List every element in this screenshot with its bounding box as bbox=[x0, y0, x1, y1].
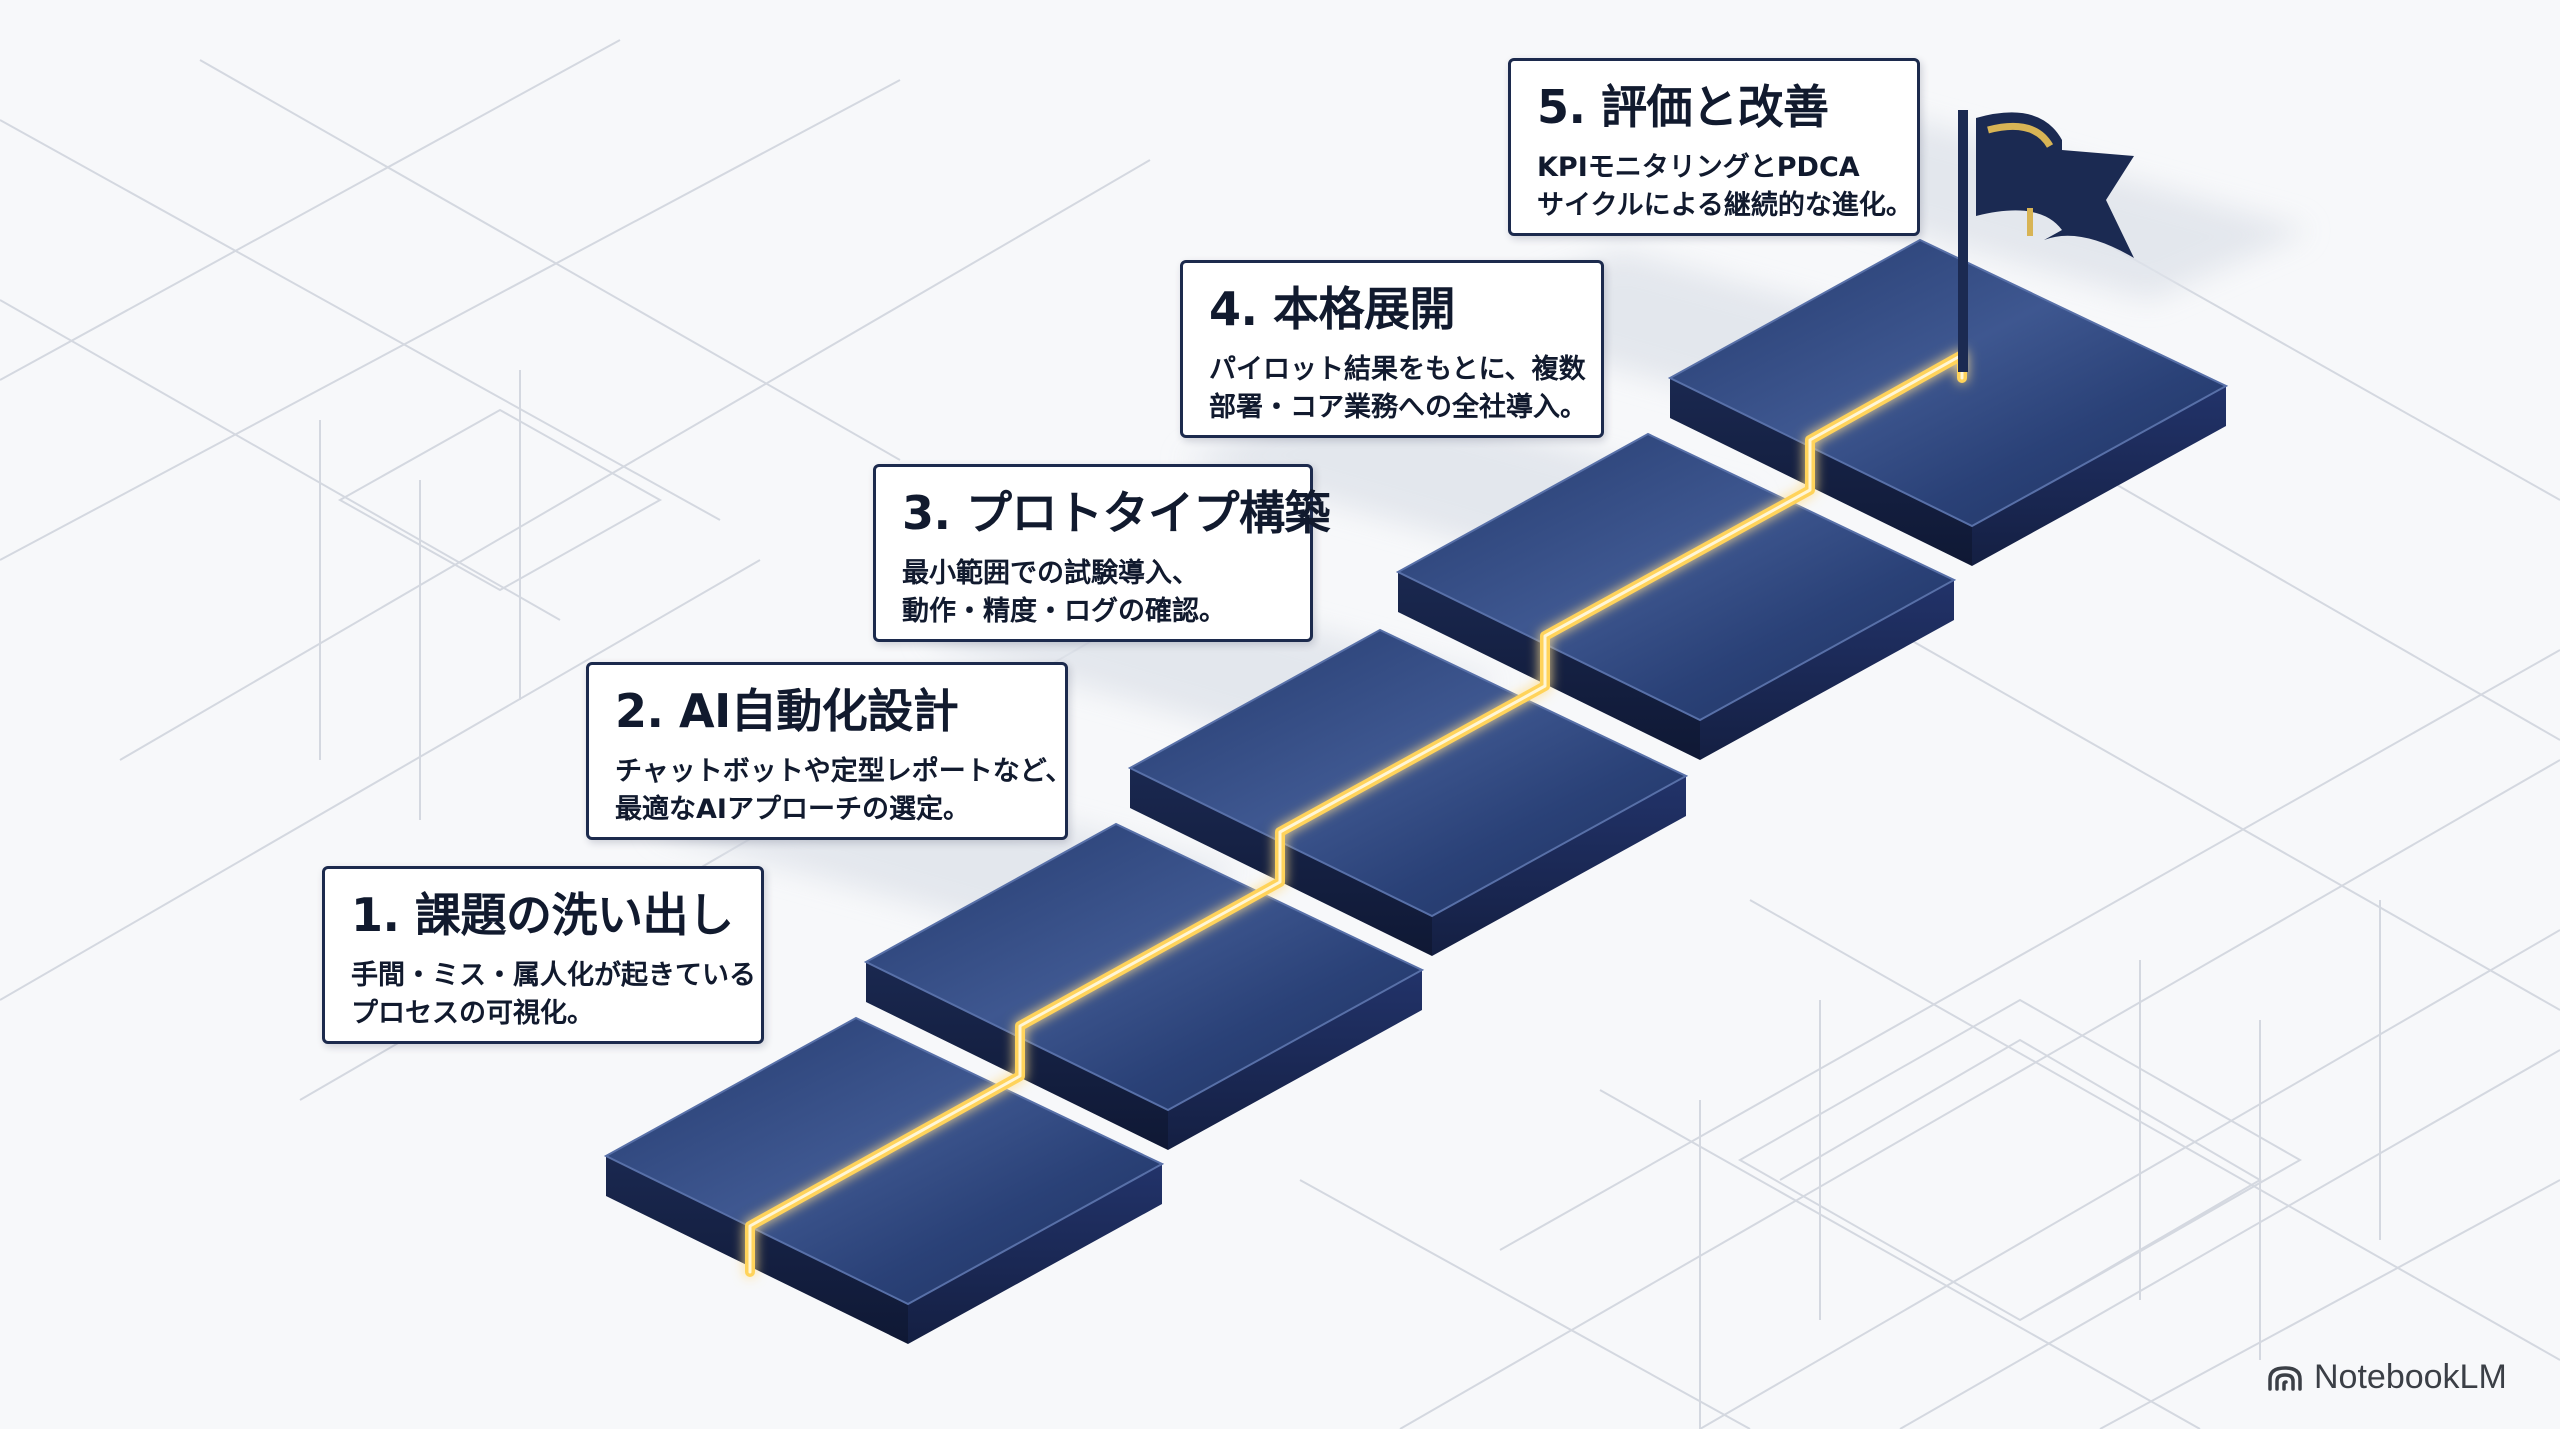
step-description-line-2: 最適なAIアプローチの選定。 bbox=[615, 794, 970, 825]
brand-name: NotebookLM bbox=[2314, 1358, 2507, 1396]
step-title: 2. AI自動化設計 bbox=[615, 684, 959, 738]
step-card-3: 3. プロトタイプ構築 最小範囲での試験導入、 動作・精度・ログの確認。 bbox=[873, 464, 1331, 642]
glowing-progress-path bbox=[745, 350, 1967, 1277]
step-description-line-2: 部署・コア業務への全社導入。 bbox=[1209, 392, 1587, 423]
step-card-5: 5. 評価と改善 KPIモニタリングとPDCA サイクルによる継続的な進化。 bbox=[1508, 58, 1920, 236]
step-5-platform bbox=[1667, 238, 2229, 566]
step-description-line-1: 手間・ミス・属人化が起きている bbox=[351, 960, 756, 991]
step-1-platform bbox=[603, 1016, 1165, 1344]
step-description-line-1: 最小範囲での試験導入、 bbox=[902, 558, 1199, 589]
step-description-line-1: チャットボットや定型レポートなど、 bbox=[615, 756, 1073, 787]
step-title: 5. 評価と改善 bbox=[1537, 80, 1829, 134]
step-title: 4. 本格展開 bbox=[1209, 282, 1456, 336]
notebooklm-logo-icon bbox=[2268, 1365, 2302, 1391]
step-description-line-1: KPIモニタリングとPDCA bbox=[1537, 152, 1860, 183]
step-card-2: 2. AI自動化設計 チャットボットや定型レポートなど、 最適なAIアプローチの… bbox=[586, 662, 1073, 840]
flag-icon bbox=[1958, 110, 2134, 372]
step-card-1: 1. 課題の洗い出し 手間・ミス・属人化が起きている プロセスの可視化。 bbox=[322, 866, 764, 1044]
step-description-line-2: プロセスの可視化。 bbox=[351, 998, 594, 1029]
step-description-line-2: サイクルによる継続的な進化。 bbox=[1537, 190, 1913, 221]
step-card-4: 4. 本格展開 パイロット結果をもとに、複数 部署・コア業務への全社導入。 bbox=[1180, 260, 1604, 438]
step-title: 1. 課題の洗い出し bbox=[351, 888, 734, 942]
step-description-line-2: 動作・精度・ログの確認。 bbox=[902, 596, 1226, 627]
brand-watermark: NotebookLM bbox=[2266, 1358, 2507, 1397]
blueprint-background bbox=[0, 39, 2560, 1429]
step-title: 3. プロトタイプ構築 bbox=[902, 486, 1331, 540]
step-description-line-1: パイロット結果をもとに、複数 bbox=[1209, 354, 1586, 385]
